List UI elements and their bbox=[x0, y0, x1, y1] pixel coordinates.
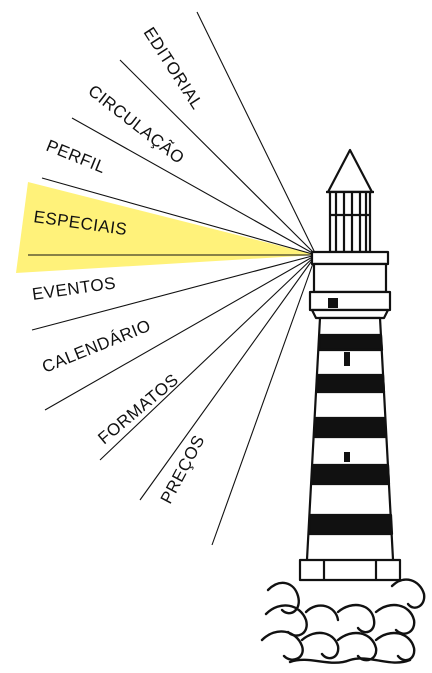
ray-editorial bbox=[196, 11, 317, 256]
menu-item-label[interactable]: EDITORIAL bbox=[140, 24, 207, 113]
menu-rays bbox=[28, 11, 317, 546]
waves-icon bbox=[260, 578, 426, 664]
lighthouse-icon bbox=[298, 148, 402, 582]
ray-circulacao bbox=[119, 59, 317, 256]
menu-item-perfil[interactable]: PERFIL bbox=[39, 132, 131, 188]
menu-item-label[interactable]: PERFIL bbox=[44, 136, 109, 177]
selected-beam-highlight bbox=[16, 182, 316, 273]
ray-eventos bbox=[31, 254, 317, 331]
ray-especiais-upper bbox=[41, 177, 317, 256]
ray-formatos bbox=[99, 254, 317, 461]
ray-precos bbox=[139, 254, 317, 501]
menu-item-label[interactable]: FORMATOS bbox=[94, 370, 182, 448]
ray-perfil bbox=[71, 117, 317, 256]
ray-bottom bbox=[211, 254, 317, 546]
menu-item-precos[interactable]: PREÇOS bbox=[152, 412, 220, 512]
ray-calendario bbox=[44, 254, 317, 411]
menu-item-label[interactable]: CALENDÁRIO bbox=[39, 316, 153, 377]
